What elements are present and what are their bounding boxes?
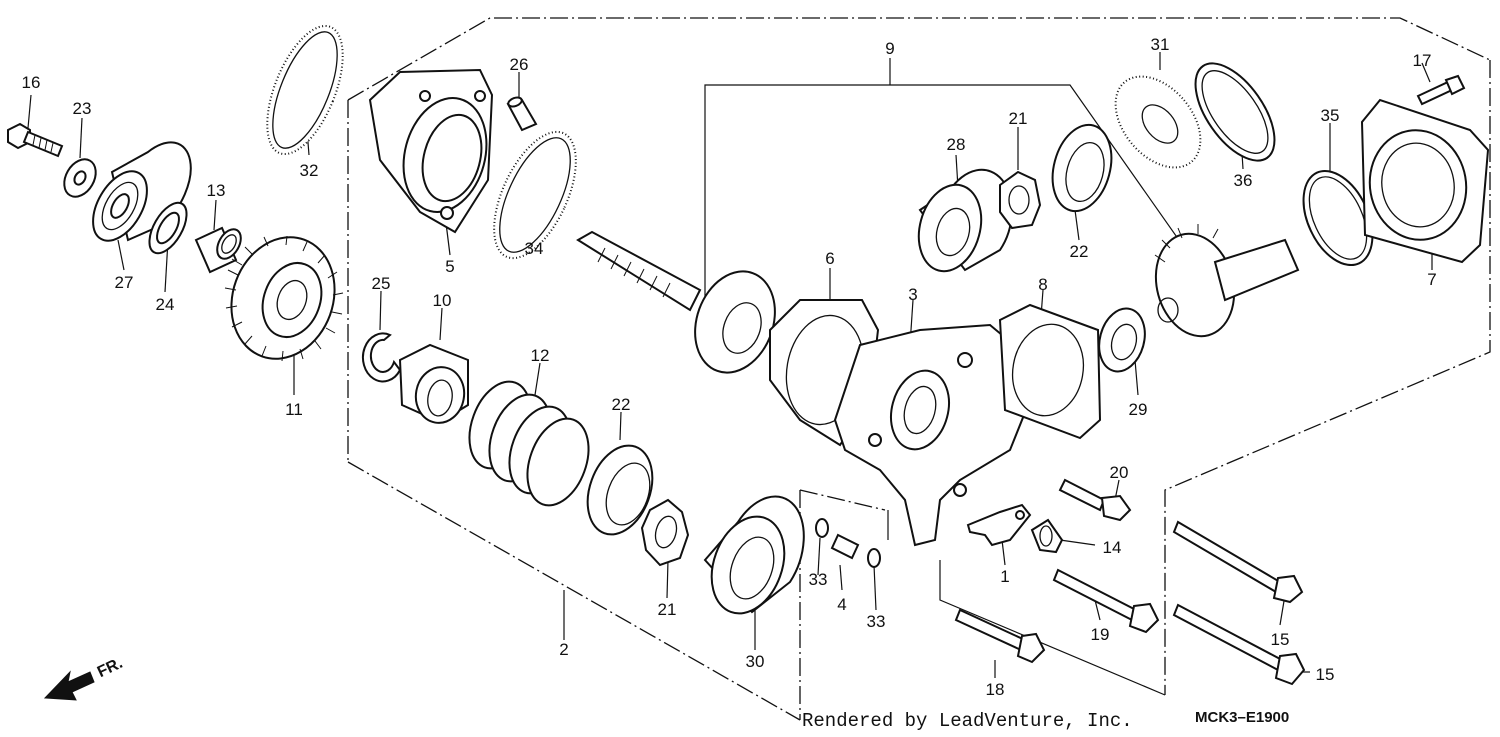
callout-27: 27 bbox=[115, 273, 134, 292]
callout-1: 1 bbox=[1000, 567, 1009, 586]
callout-15: 15 bbox=[1271, 630, 1290, 649]
part-15-long-bolt-lower bbox=[1172, 603, 1306, 686]
callout-26: 26 bbox=[510, 55, 529, 74]
callout-6: 6 bbox=[825, 249, 834, 268]
part-9-input-shaft-gear bbox=[576, 230, 776, 374]
callout-18: 18 bbox=[986, 680, 1005, 699]
part-28-bearing-upper bbox=[917, 168, 1013, 273]
assembly-boundary-lines bbox=[347, 17, 1491, 721]
callout-15: 15 bbox=[1316, 665, 1335, 684]
part-3-final-gear-case bbox=[833, 323, 1032, 547]
part-33-washer-left bbox=[815, 518, 829, 538]
callout-21: 21 bbox=[1009, 109, 1028, 128]
part-21-lock-washer-lower bbox=[640, 498, 690, 567]
callout-25: 25 bbox=[372, 274, 391, 293]
part-21-lock-washer-upper bbox=[999, 170, 1042, 230]
callout-33: 33 bbox=[809, 570, 828, 589]
part-31-oil-seal bbox=[1114, 75, 1202, 169]
part-8-gasket bbox=[998, 303, 1102, 440]
callout-12: 12 bbox=[531, 346, 550, 365]
callout-33: 33 bbox=[867, 612, 886, 631]
part-25-circlip bbox=[362, 332, 402, 383]
part-17-bolt bbox=[1416, 74, 1466, 106]
callout-31: 31 bbox=[1151, 35, 1170, 54]
part-1-bracket bbox=[966, 503, 1032, 547]
callout-32: 32 bbox=[300, 161, 319, 180]
part-10-damper-cam bbox=[398, 343, 469, 424]
part-5-bearing-housing bbox=[368, 68, 494, 234]
part-14-grommet bbox=[1030, 518, 1064, 554]
callout-3: 3 bbox=[908, 285, 917, 304]
diagram-code: MCK3–E1900 bbox=[1195, 709, 1289, 726]
callout-7: 7 bbox=[1427, 270, 1436, 289]
callout-35: 35 bbox=[1321, 106, 1340, 125]
part-26-dowel-pin bbox=[506, 96, 538, 132]
credit-text: Rendered by LeadVenture, Inc. bbox=[802, 710, 1133, 732]
callout-10: 10 bbox=[433, 291, 452, 310]
part-34-o-ring bbox=[493, 130, 577, 260]
part-22-lock-nut-upper bbox=[1051, 123, 1113, 213]
callout-23: 23 bbox=[73, 99, 92, 118]
callout-4: 4 bbox=[837, 595, 846, 614]
part-13-collar bbox=[194, 226, 242, 274]
part-18-bolt bbox=[954, 608, 1046, 664]
direction-label: FR. bbox=[95, 655, 126, 681]
callout-22: 22 bbox=[1070, 242, 1089, 261]
callout-5: 5 bbox=[445, 257, 454, 276]
part-20-bolt bbox=[1058, 478, 1132, 522]
part-15-long-bolt-upper bbox=[1172, 520, 1304, 604]
callout-14: 14 bbox=[1103, 538, 1122, 557]
part-19-bolt bbox=[1052, 568, 1160, 634]
arrow-icon bbox=[43, 670, 95, 701]
part-33-washer-right bbox=[867, 548, 881, 568]
callout-2: 2 bbox=[559, 640, 568, 659]
part-7-end-housing bbox=[1360, 98, 1490, 264]
part-12-damper-spring bbox=[468, 380, 590, 507]
callout-34: 34 bbox=[525, 239, 544, 258]
callout-29: 29 bbox=[1129, 400, 1148, 419]
part-16-flange-bolt bbox=[7, 122, 64, 158]
part-29-bearing-small bbox=[1098, 307, 1146, 373]
callout-8: 8 bbox=[1038, 275, 1047, 294]
callout-9: 9 bbox=[885, 39, 894, 58]
part-22-lock-nut-lower bbox=[586, 444, 654, 536]
part-4-breather-bolt bbox=[830, 533, 860, 560]
part-11-driven-gear bbox=[224, 235, 344, 362]
part-23-washer bbox=[63, 158, 97, 198]
callout-24: 24 bbox=[156, 295, 175, 314]
part-27-bearing bbox=[92, 141, 192, 242]
callout-21: 21 bbox=[658, 600, 677, 619]
callout-28: 28 bbox=[947, 135, 966, 154]
part-24-thrust-washer bbox=[148, 201, 188, 255]
part-ring-gear-output-shaft bbox=[1154, 224, 1300, 338]
callout-16: 16 bbox=[22, 73, 41, 92]
part-35-o-ring bbox=[1302, 169, 1374, 267]
callout-11: 11 bbox=[285, 400, 303, 419]
part-32-o-ring bbox=[266, 24, 344, 156]
callout-13: 13 bbox=[207, 181, 226, 200]
callout-36: 36 bbox=[1234, 171, 1253, 190]
part-30-bearing-lower bbox=[703, 495, 805, 615]
callout-17: 17 bbox=[1413, 51, 1432, 70]
callout-30: 30 bbox=[746, 652, 765, 671]
front-direction-arrow: FR. bbox=[43, 655, 126, 701]
callout-22: 22 bbox=[612, 395, 631, 414]
part-36-circlip bbox=[1194, 62, 1276, 162]
callout-20: 20 bbox=[1110, 463, 1129, 482]
callout-19: 19 bbox=[1091, 625, 1110, 644]
